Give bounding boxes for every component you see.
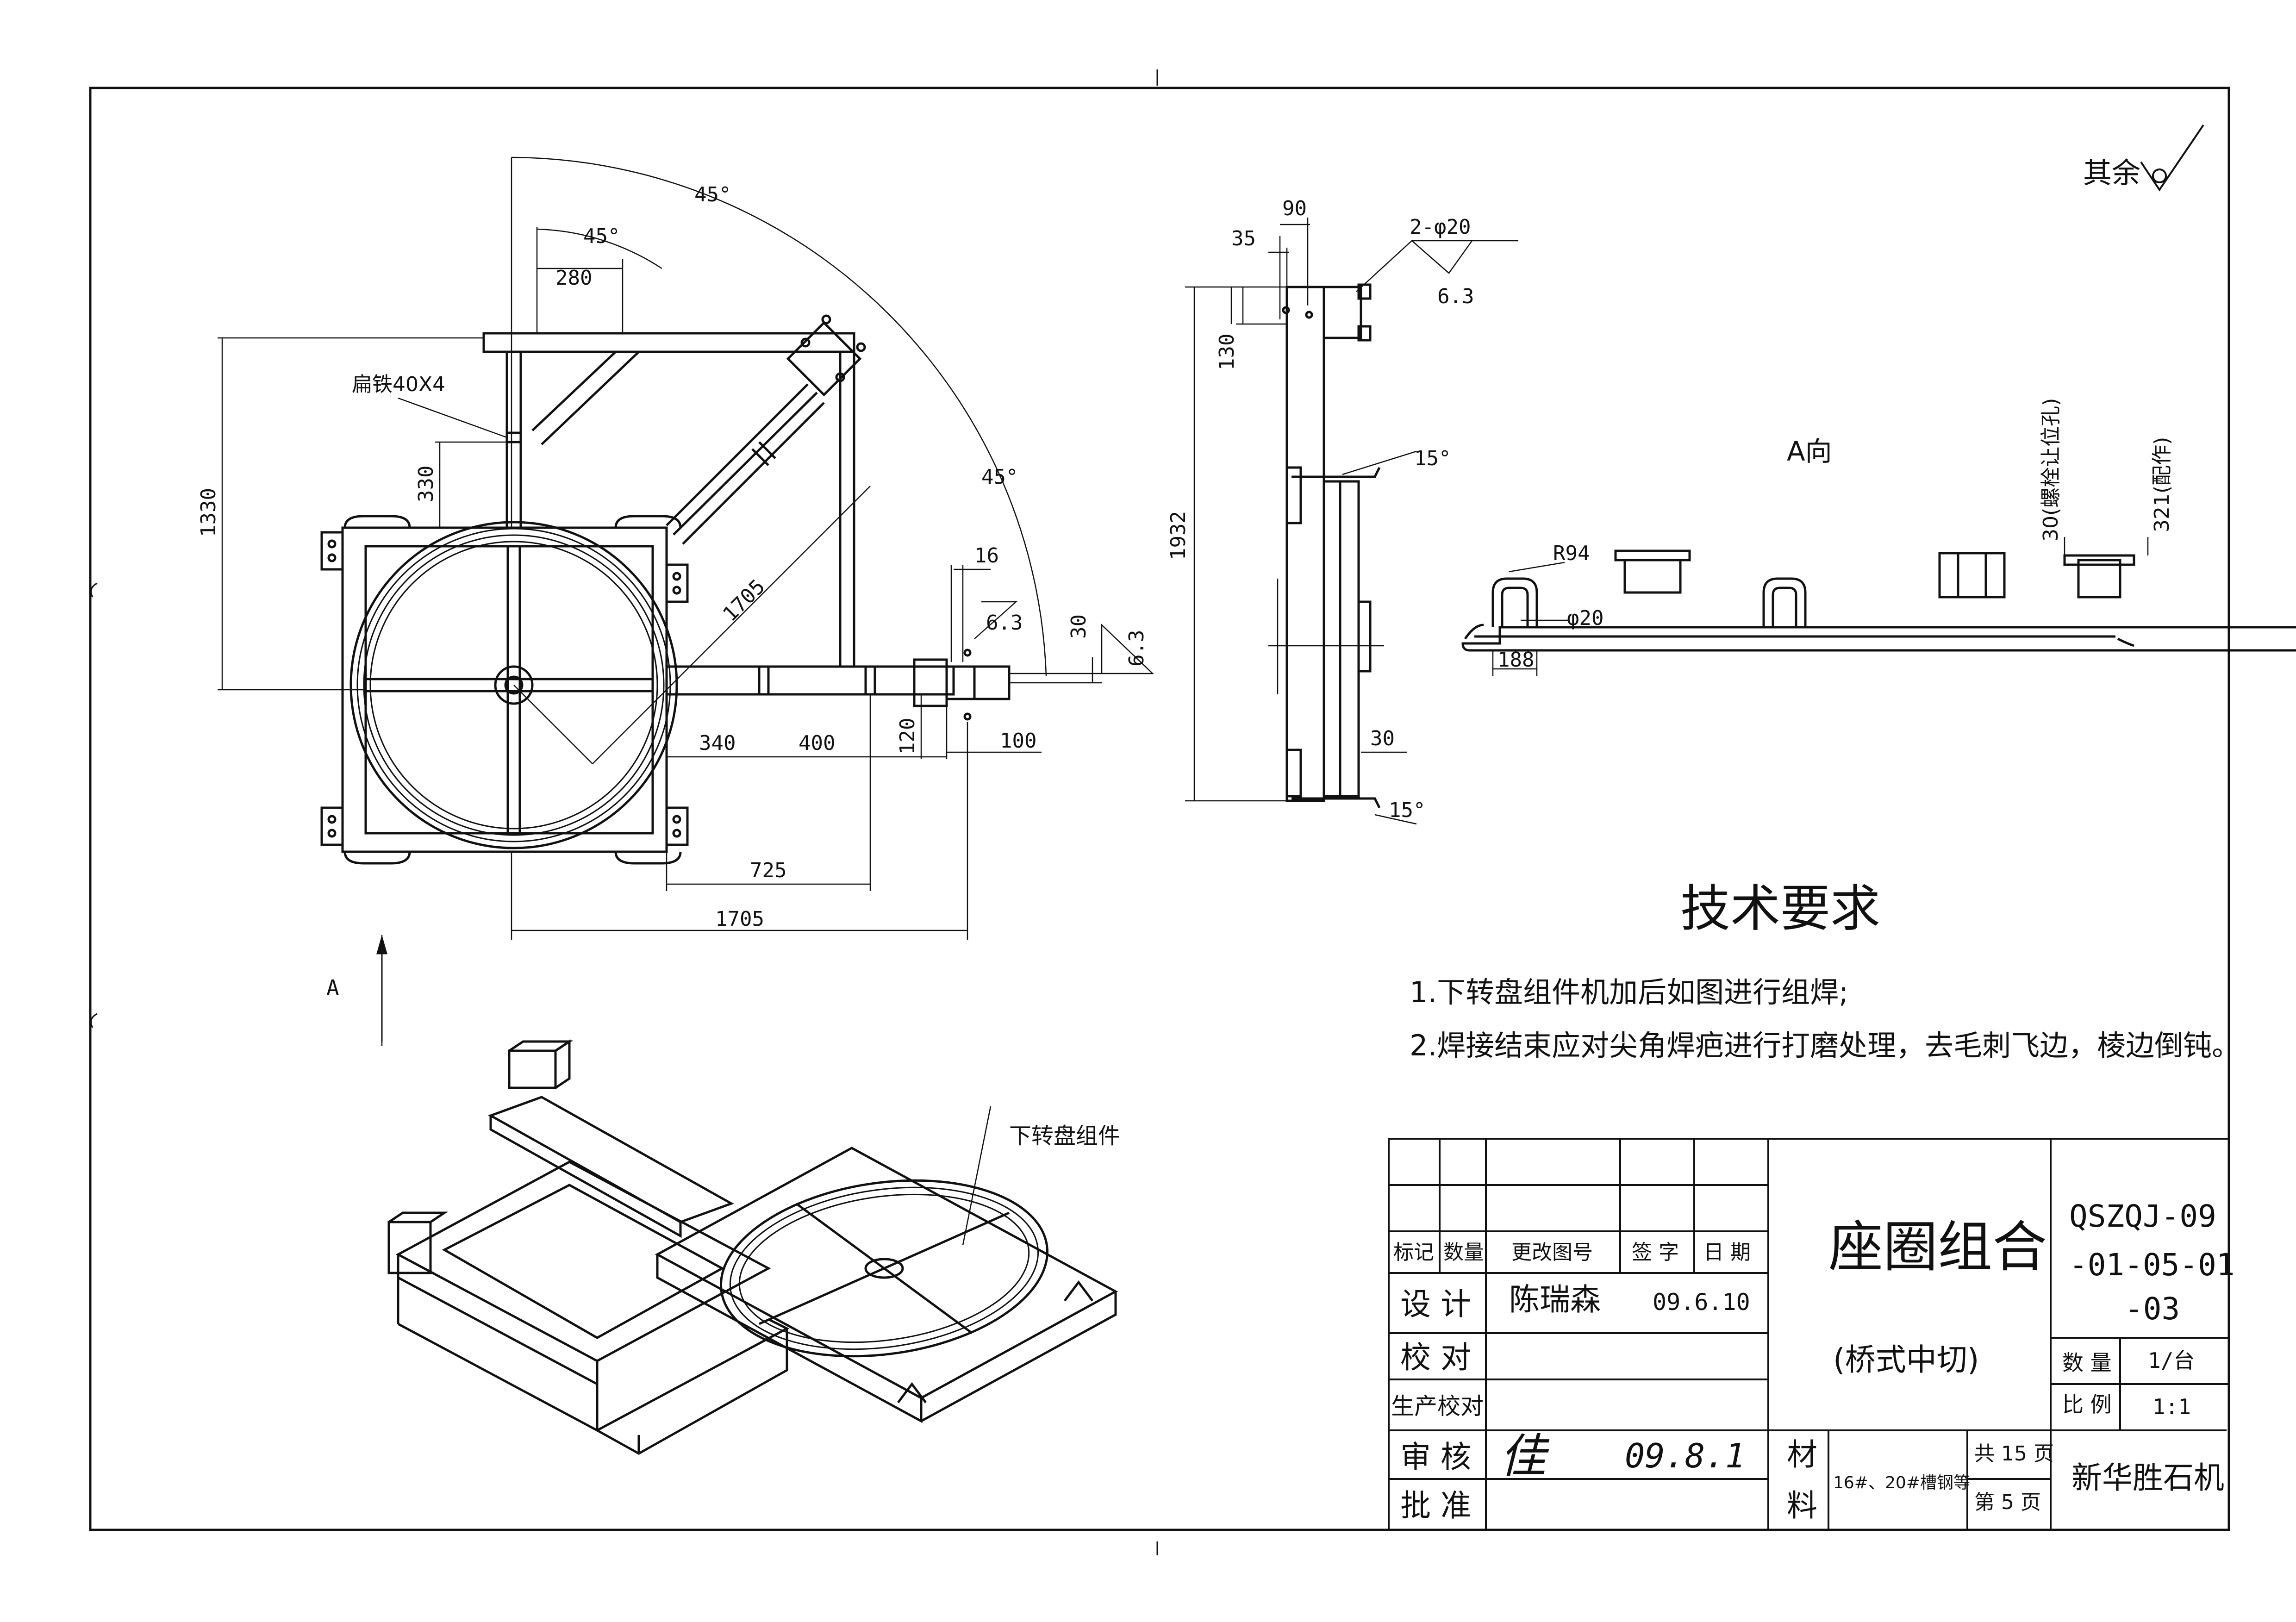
view-a-188: 188 <box>1497 648 1534 672</box>
material-label-1: 材 <box>1787 1437 1817 1472</box>
weld-symbol-side: 6.3 <box>1437 285 1474 308</box>
row-production-check: 生产校对 <box>1391 1393 1484 1420</box>
iso-callout: 下转盘组件 <box>1009 1123 1120 1149</box>
view-arrow-label: A <box>326 975 339 1000</box>
dim-30-side: 30 <box>1370 727 1395 750</box>
plan-dimension-lines <box>218 156 1154 1046</box>
tech-item-2: 2.焊接结束应对尖角焊疤进行打磨处理，去毛刺飞边，棱边倒钝。 <box>1410 1029 2240 1062</box>
view-a-base-plate <box>1461 626 2296 652</box>
view-a-arch-right <box>1762 577 1807 627</box>
view-a-title: A向 <box>1787 436 1832 467</box>
iso-lower-beam <box>397 1318 790 1432</box>
drawing-name: 座圈组合 <box>1828 1215 2047 1279</box>
plan-view <box>218 156 1154 1046</box>
surface-roughness-label: 其余 <box>2083 156 2140 190</box>
drawing-number-line-3: -03 <box>2125 1291 2180 1327</box>
dim-340: 340 <box>699 731 736 755</box>
drawing-subtitle: (桥式中切) <box>1833 1342 1979 1378</box>
company-name: 新华胜石机 <box>2071 1460 2224 1496</box>
quantity-value: 1/台 <box>2148 1348 2195 1373</box>
scale-label: 比 例 <box>2062 1392 2112 1417</box>
dim-angle-right: 45° <box>981 465 1018 489</box>
flat-iron-label: 扁铁40X4 <box>352 373 445 396</box>
hole-callout: 2-φ20 <box>1410 215 1471 239</box>
iso-center-hub <box>864 1258 904 1279</box>
center-hub <box>494 665 534 705</box>
view-a-fit-note: 321(配作) <box>2150 437 2174 532</box>
dim-725: 725 <box>750 859 786 882</box>
sheet-border <box>89 87 2230 1531</box>
binding-marks <box>90 69 1158 1555</box>
row-review-date: 09.8.1 <box>1625 1436 1745 1475</box>
tech-requirements: 技术要求 1.下转盘组件机加后如图进行组焊; 2.焊接结束应对尖角焊疤进行打磨处… <box>1410 880 2240 1062</box>
hdr-sign: 签 字 <box>1632 1241 1679 1264</box>
dim-angle-outer: 45° <box>694 183 731 206</box>
row-designer: 陈瑞森 <box>1509 1282 1601 1317</box>
diagonal-arm <box>666 314 866 545</box>
dim-1330: 1330 <box>197 488 220 537</box>
scale-value: 1:1 <box>2152 1394 2191 1419</box>
hdr-date: 日 期 <box>1703 1241 1751 1264</box>
dim-angle-inner: 45° <box>583 225 620 248</box>
surface-roughness-mark: 其余 <box>2083 124 2204 192</box>
turntable-ring-outer <box>349 521 678 849</box>
page-no: 第 5 页 <box>1974 1491 2041 1514</box>
row-approve-label: 批 准 <box>1400 1488 1471 1523</box>
corner-pads <box>343 515 682 865</box>
view-a-text: A向 R94 φ20 188 30(螺栓让位孔) 321(配作) <box>1497 398 2174 672</box>
upper-frame <box>482 332 855 353</box>
material-value: 16#、20#槽钢等 <box>1833 1473 1970 1492</box>
quantity-label: 数 量 <box>2062 1350 2112 1375</box>
isometric-view <box>387 1039 1118 1455</box>
dim-angle-bottom: 15° <box>1389 799 1425 822</box>
dim-1705-bottom: 1705 <box>715 907 764 931</box>
view-a-arch-left <box>1491 577 1538 627</box>
dim-angle-top: 15° <box>1414 447 1451 470</box>
turntable-ring-inner <box>363 534 665 836</box>
tech-title: 技术要求 <box>1680 880 1880 938</box>
row-check-label: 校 对 <box>1400 1340 1471 1375</box>
dim-120: 120 <box>896 718 919 755</box>
dim-100: 100 <box>1000 729 1036 753</box>
material-label-2: 料 <box>1787 1488 1817 1523</box>
view-a <box>1461 537 2296 676</box>
drawing-number-line-2: -01-05-01 <box>2069 1247 2235 1283</box>
view-a-block-3 <box>2077 559 2121 599</box>
dim-1932: 1932 <box>1167 511 1190 560</box>
iso-left-frame <box>395 1160 771 1362</box>
dim-330: 330 <box>414 466 438 502</box>
weld-symbol-small: 6.3 <box>986 611 1023 635</box>
dim-90: 90 <box>1282 197 1307 220</box>
roughness-check-icon <box>2140 124 2204 192</box>
row-review-sign: 佳 <box>1500 1429 1550 1483</box>
side-dimension-text: 90 35 130 1932 30 15° 15° 2-φ20 6.3 <box>1167 197 1474 822</box>
weld-symbol-right: 6.3 <box>1125 630 1148 667</box>
total-pages: 共 15 页 <box>1974 1442 2054 1466</box>
iso-turntable-ring <box>720 1179 1048 1358</box>
dim-35: 35 <box>1231 227 1256 250</box>
hdr-qty: 数量 <box>1443 1241 1484 1264</box>
row-review-label: 审 核 <box>1400 1439 1471 1475</box>
view-a-bolt-note: 30(螺栓让位孔) <box>2039 398 2063 542</box>
title-block <box>1388 1138 2230 1531</box>
right-arm-beam <box>665 665 955 696</box>
hdr-mark: 标记 <box>1393 1241 1434 1264</box>
row-design-label: 设 计 <box>1400 1286 1471 1322</box>
view-a-phi20: φ20 <box>1567 606 1603 630</box>
row-design-date: 09.6.10 <box>1653 1289 1750 1316</box>
dim-280: 280 <box>555 266 592 290</box>
view-arrow-a <box>376 935 387 1042</box>
title-block-text: 标记 数量 更改图号 签 字 日 期 设 计 陈瑞森 09.6.10 校 对 生… <box>1391 1198 2235 1523</box>
drawing-number-line-1: QSZQJ-09 <box>2069 1198 2216 1234</box>
dim-30: 30 <box>1067 614 1091 639</box>
side-view <box>1185 218 1518 825</box>
tech-item-1: 1.下转盘组件机加后如图进行组焊; <box>1410 975 1848 1009</box>
dim-400: 400 <box>799 731 835 755</box>
view-a-r94: R94 <box>1553 542 1590 565</box>
dim-16: 16 <box>974 544 999 568</box>
dim-130: 130 <box>1215 334 1239 370</box>
hdr-change-no: 更改图号 <box>1511 1241 1593 1264</box>
